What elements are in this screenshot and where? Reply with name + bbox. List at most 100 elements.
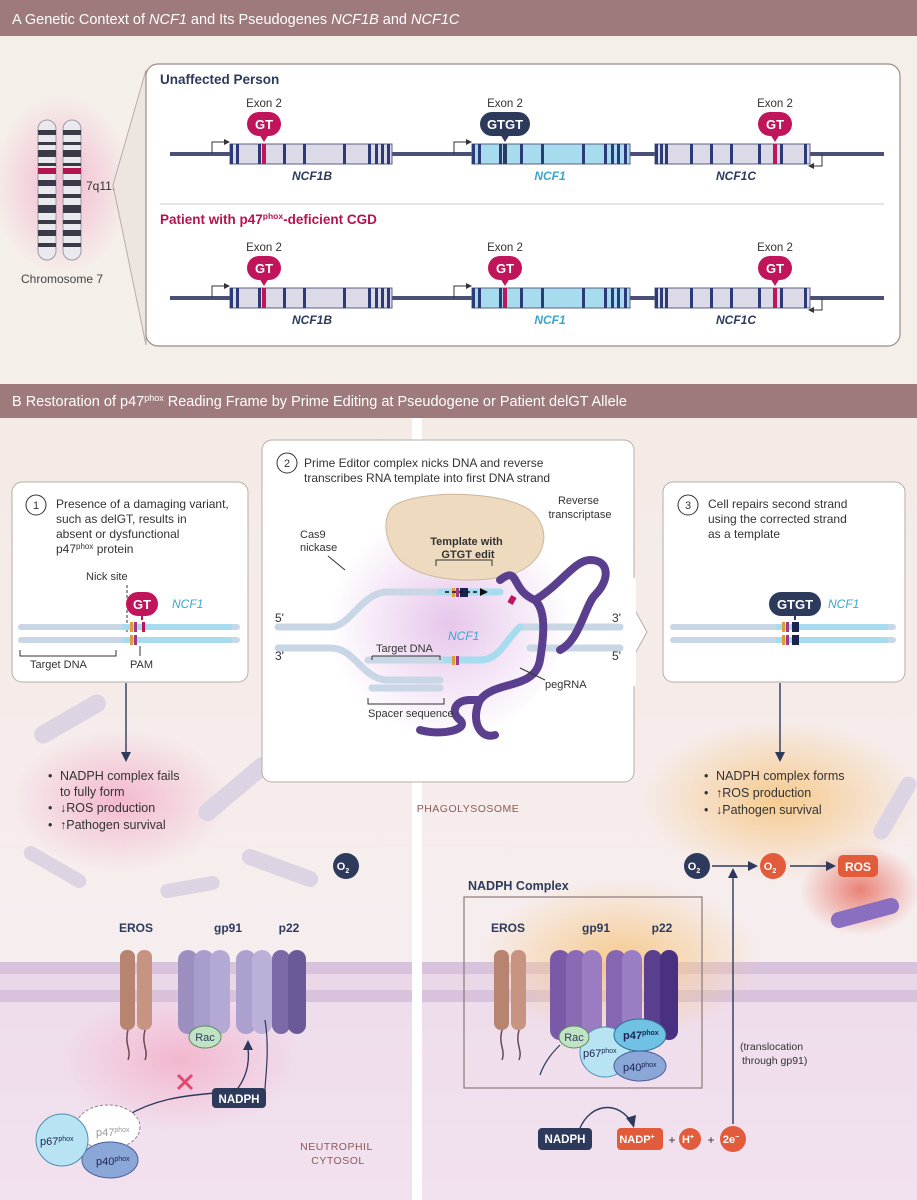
right-outcome-bullets: •NADPH complex forms •↑ROS production •↓…: [704, 769, 848, 817]
pe-target-dna-label: Target DNA: [376, 643, 434, 655]
right-nadph-badge: [538, 1128, 592, 1150]
exon-bar: [343, 288, 346, 308]
exon-bar: [343, 144, 346, 164]
right-p22-label: p22: [652, 921, 673, 935]
exon-bar: [665, 144, 668, 164]
step1-arrowhead: [121, 752, 131, 762]
exon-bar: [710, 144, 713, 164]
exon-bar: [368, 144, 371, 164]
exon-bar: [230, 288, 233, 308]
panel-b-title: B Restoration of p47phox Reading Frame b…: [12, 393, 627, 410]
pe-3prime-left: 3': [275, 649, 284, 663]
exon-bar: [582, 288, 585, 308]
left-outcome-bullets: •NADPH complex fails to fully form •↓ROS…: [48, 769, 183, 832]
exon-bar: [804, 144, 807, 164]
target-base-1: [452, 656, 455, 665]
electrons-text: 2e−: [723, 1134, 739, 1146]
gene-label-ncf1b: NCF1B: [292, 313, 332, 327]
exon-2-marker: [758, 112, 792, 136]
exon-bar: [780, 144, 783, 164]
step1-gt-marker: [126, 592, 158, 616]
right-o2-text: O2: [688, 861, 701, 875]
step-1-box: [11, 481, 249, 683]
nadp-text: NADP+: [619, 1134, 654, 1146]
exon-bar: [655, 288, 658, 308]
exon-bar: [387, 288, 390, 308]
exon-bar: [520, 288, 523, 308]
template-bracket: [435, 559, 493, 566]
left-gp91-protein: [178, 950, 272, 1034]
promoter-arrowhead: [466, 283, 472, 289]
right-gp91-protein: [550, 950, 642, 1040]
step3-gtgt-text: GTGT: [777, 597, 813, 612]
nadph-oxidation-arrowhead: [626, 1115, 636, 1128]
promoter-arrowhead: [466, 139, 472, 145]
step3-arrowhead: [775, 752, 785, 762]
exon-bar: [499, 288, 502, 308]
exon-2-marker-text: GT: [766, 117, 784, 132]
exon-bar: [710, 288, 713, 308]
exon-2-marker-text: GTGT: [487, 117, 523, 132]
plus-sign-1: +: [668, 1133, 675, 1147]
exon-bar: [804, 288, 807, 308]
exon-2-marker: [758, 256, 792, 280]
superoxide-to-ros-arrowhead: [826, 861, 836, 871]
pam-label: PAM: [130, 659, 153, 671]
step-2-pointer-mask: [630, 578, 636, 686]
reverse-transcriptase-label: Reverse transcriptase: [549, 495, 612, 521]
step-2-number-circle: [276, 452, 298, 474]
superoxide-molecule: [760, 853, 786, 879]
exon-bar: [472, 144, 475, 164]
promoter-arrow: [453, 141, 468, 154]
right-rac-protein: [558, 1025, 590, 1049]
pe-5prime-right: 5': [612, 649, 621, 663]
left-nadph-text: NADPH: [219, 1094, 260, 1106]
pegrna-leader: [519, 667, 546, 681]
exon-bar: [258, 144, 261, 164]
left-outcome-glow: [10, 730, 230, 870]
step1-dna: [18, 622, 240, 645]
panel-a-header: [0, 0, 917, 36]
exon-bar: [375, 288, 378, 308]
gene-label-ncf1c: NCF1C: [716, 169, 756, 183]
left-p67-label: p67phox: [40, 1136, 74, 1148]
left-o2-molecule: [333, 853, 359, 879]
exon-bar: [780, 288, 783, 308]
exon-bar: [303, 144, 306, 164]
exon-bar: [624, 288, 627, 308]
electrons-molecule: [720, 1126, 746, 1152]
target-base-2: [456, 656, 459, 665]
right-gp91-label: gp91: [582, 921, 610, 935]
exon-bar: [258, 288, 261, 308]
panel-a-title: A Genetic Context of NCF1 and Its Pseudo…: [12, 12, 460, 28]
promoter-arrow: [812, 298, 823, 311]
promoter-arrowhead: [224, 283, 230, 289]
spacer-sequence-label: Spacer sequence: [368, 708, 454, 720]
gene-label-ncf1b: NCF1B: [292, 169, 332, 183]
promoter-arrowhead: [224, 139, 230, 145]
step-2-number: 2: [284, 458, 290, 470]
nadph-oxidation-arrow: [579, 1106, 631, 1129]
step-3-box: [662, 481, 906, 683]
left-gp91-label: gp91: [214, 921, 242, 935]
promoter-arrow: [453, 285, 468, 298]
neutrophil-cytosol-label: NEUTROPHIL CYTOSOL: [300, 1141, 376, 1167]
chromosome-label: Chromosome 7: [21, 272, 103, 286]
exon-bar: [582, 144, 585, 164]
exon-2-marker: [488, 256, 522, 280]
cas9-leader: [327, 555, 346, 571]
pe-5prime-left: 5': [275, 611, 284, 625]
exon-2-bar: [262, 288, 266, 308]
exon-2-marker: [247, 112, 281, 136]
exon-2-marker: [247, 256, 281, 280]
nadp-badge: [617, 1128, 663, 1150]
left-rac-protein: [188, 1025, 222, 1049]
exon-2-bar: [503, 288, 507, 308]
step3-ncf1-label: NCF1: [828, 597, 859, 611]
exon-bar: [381, 288, 384, 308]
exon-bar: [520, 144, 523, 164]
exon-2-marker-text: GT: [255, 117, 273, 132]
exon-2-label: Exon 2: [246, 98, 282, 110]
promoter-arrow: [211, 141, 226, 154]
